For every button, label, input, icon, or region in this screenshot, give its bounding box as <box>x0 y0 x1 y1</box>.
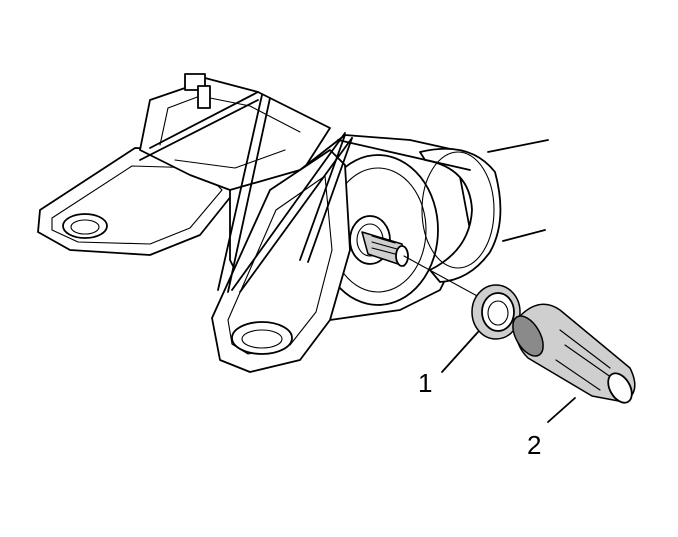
seal-installer-tool <box>512 303 636 404</box>
callout-2-label: 2 <box>527 430 541 460</box>
seal <box>471 284 521 340</box>
callout-1-label: 1 <box>418 368 432 398</box>
front-mount-hole <box>231 321 293 355</box>
vent-tube <box>197 85 211 109</box>
left-mount-hole <box>62 213 108 239</box>
output-shaft <box>349 215 409 267</box>
front-mount-arm <box>211 149 351 373</box>
callout-1-leader <box>441 331 479 373</box>
housing-ribs <box>139 91 471 293</box>
rear-housing-top <box>139 73 331 191</box>
axle-tube <box>487 139 549 242</box>
callout-2-leader <box>547 397 576 423</box>
